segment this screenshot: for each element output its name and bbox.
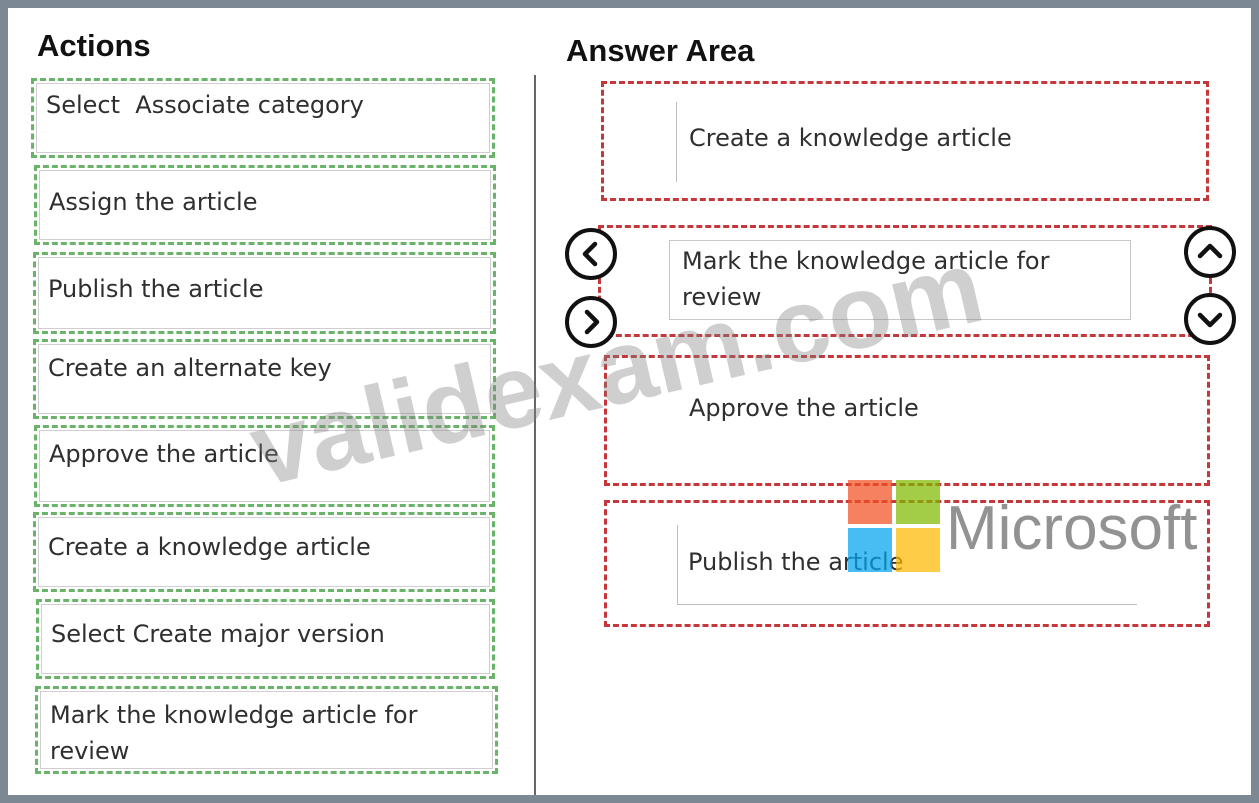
action-item-label: Select Create major version <box>51 620 385 648</box>
answer-slot-1[interactable]: Create a knowledge article <box>601 81 1209 201</box>
chevron-down-icon <box>1197 312 1223 328</box>
answer-slot-3[interactable]: Approve the article <box>604 355 1210 486</box>
action-item-create-knowledge-article[interactable]: Create a knowledge article <box>33 512 495 592</box>
action-item-label: Create an alternate key <box>48 354 332 382</box>
action-item-label: Approve the article <box>49 440 279 468</box>
move-down-button[interactable] <box>1184 293 1236 345</box>
chevron-up-icon <box>1197 243 1223 259</box>
action-item-alternate-key[interactable]: Create an alternate key <box>33 339 496 419</box>
answer-area-heading: Answer Area <box>566 33 755 68</box>
move-up-button[interactable] <box>1184 226 1236 278</box>
move-right-button[interactable] <box>565 296 617 348</box>
action-item-label: Select Associate category <box>46 91 364 119</box>
chevron-right-icon <box>584 309 600 335</box>
action-item-assign-article[interactable]: Assign the article <box>34 165 496 245</box>
answer-slot-label: Mark the knowledge article for review <box>682 247 1050 311</box>
answer-slot-content: Publish the article <box>677 525 1137 605</box>
answer-slot-content: Create a knowledge article <box>676 102 1012 182</box>
action-item-label: Create a knowledge article <box>48 533 371 561</box>
answer-slot-4[interactable]: Publish the article <box>604 500 1210 627</box>
answer-slot-content: Mark the knowledge article for review <box>669 240 1131 320</box>
action-item-associate-category[interactable]: Select Associate category <box>31 78 495 158</box>
action-item-create-major-version[interactable]: Select Create major version <box>36 599 495 679</box>
answer-slot-label: Create a knowledge article <box>689 124 1012 152</box>
move-left-button[interactable] <box>565 228 617 280</box>
answer-slot-content: Approve the article <box>689 390 919 426</box>
column-divider <box>534 75 536 795</box>
action-item-approve-article[interactable]: Approve the article <box>34 425 495 507</box>
action-item-publish-article[interactable]: Publish the article <box>33 252 496 334</box>
action-item-label: Publish the article <box>48 275 264 303</box>
actions-heading: Actions <box>37 28 151 63</box>
action-item-mark-for-review[interactable]: Mark the knowledge article for review <box>35 686 498 774</box>
answer-slot-label: Publish the article <box>688 548 904 576</box>
action-item-label: Mark the knowledge article for review <box>50 701 418 765</box>
answer-slot-2[interactable]: Mark the knowledge article for review <box>598 225 1212 337</box>
chevron-left-icon <box>582 241 598 267</box>
answer-slot-label: Approve the article <box>689 394 919 422</box>
action-item-label: Assign the article <box>49 188 258 216</box>
